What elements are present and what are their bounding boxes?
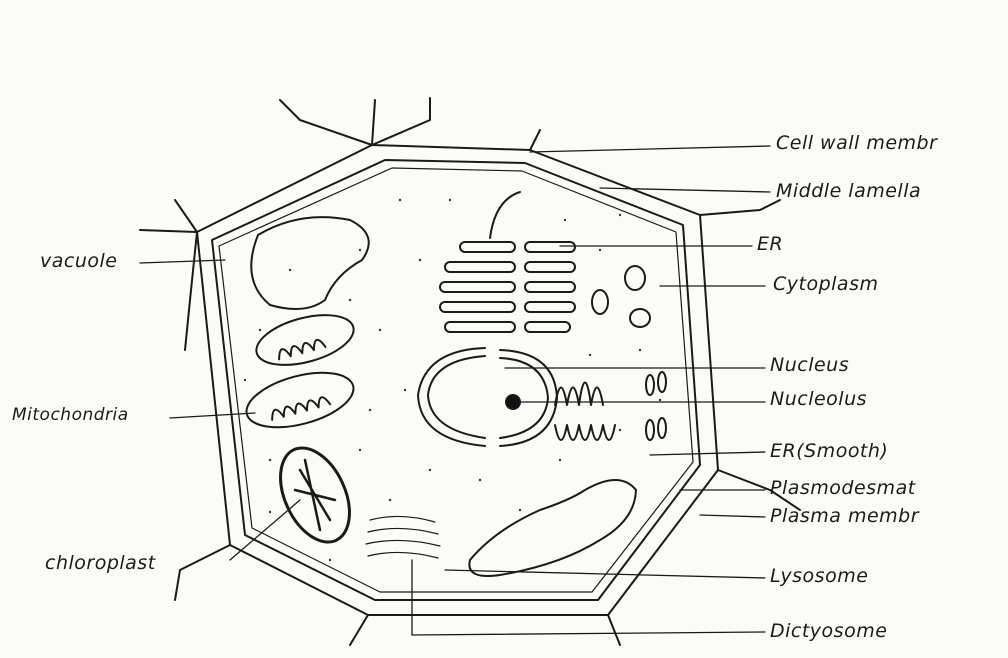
smooth-er <box>555 383 615 441</box>
label-cell-wall: Cell wall membr <box>776 132 937 154</box>
plasma-membrane-line <box>219 168 693 592</box>
vacuole-right <box>469 480 636 576</box>
label-plasma-membrane: Plasma membr <box>770 505 919 527</box>
mitochondrion-2 <box>241 363 360 438</box>
label-nucleolus: Nucleolus <box>770 388 867 410</box>
label-chloroplast: chloroplast <box>45 552 156 574</box>
label-mitochondria: Mitochondria <box>12 405 129 425</box>
label-er-smooth: ER(Smooth) <box>770 440 888 462</box>
label-lysosome: Lysosome <box>770 565 868 587</box>
label-cytoplasm: Cytoplasm <box>773 273 878 295</box>
label-dictyosome: Dictyosome <box>770 620 887 642</box>
dictyosome-shape <box>366 516 440 558</box>
label-nucleus: Nucleus <box>770 354 849 376</box>
er-stacks <box>440 192 575 332</box>
label-vacuole: vacuole <box>40 250 117 272</box>
mitochondrion-1 <box>251 306 359 374</box>
label-middle-lamella: Middle lamella <box>776 180 921 202</box>
label-plasmodesmata: Plasmodesmat <box>770 477 916 499</box>
label-er: ER <box>757 233 783 255</box>
vacuole-shape <box>251 217 369 309</box>
cytoplasm-dots <box>244 199 661 561</box>
